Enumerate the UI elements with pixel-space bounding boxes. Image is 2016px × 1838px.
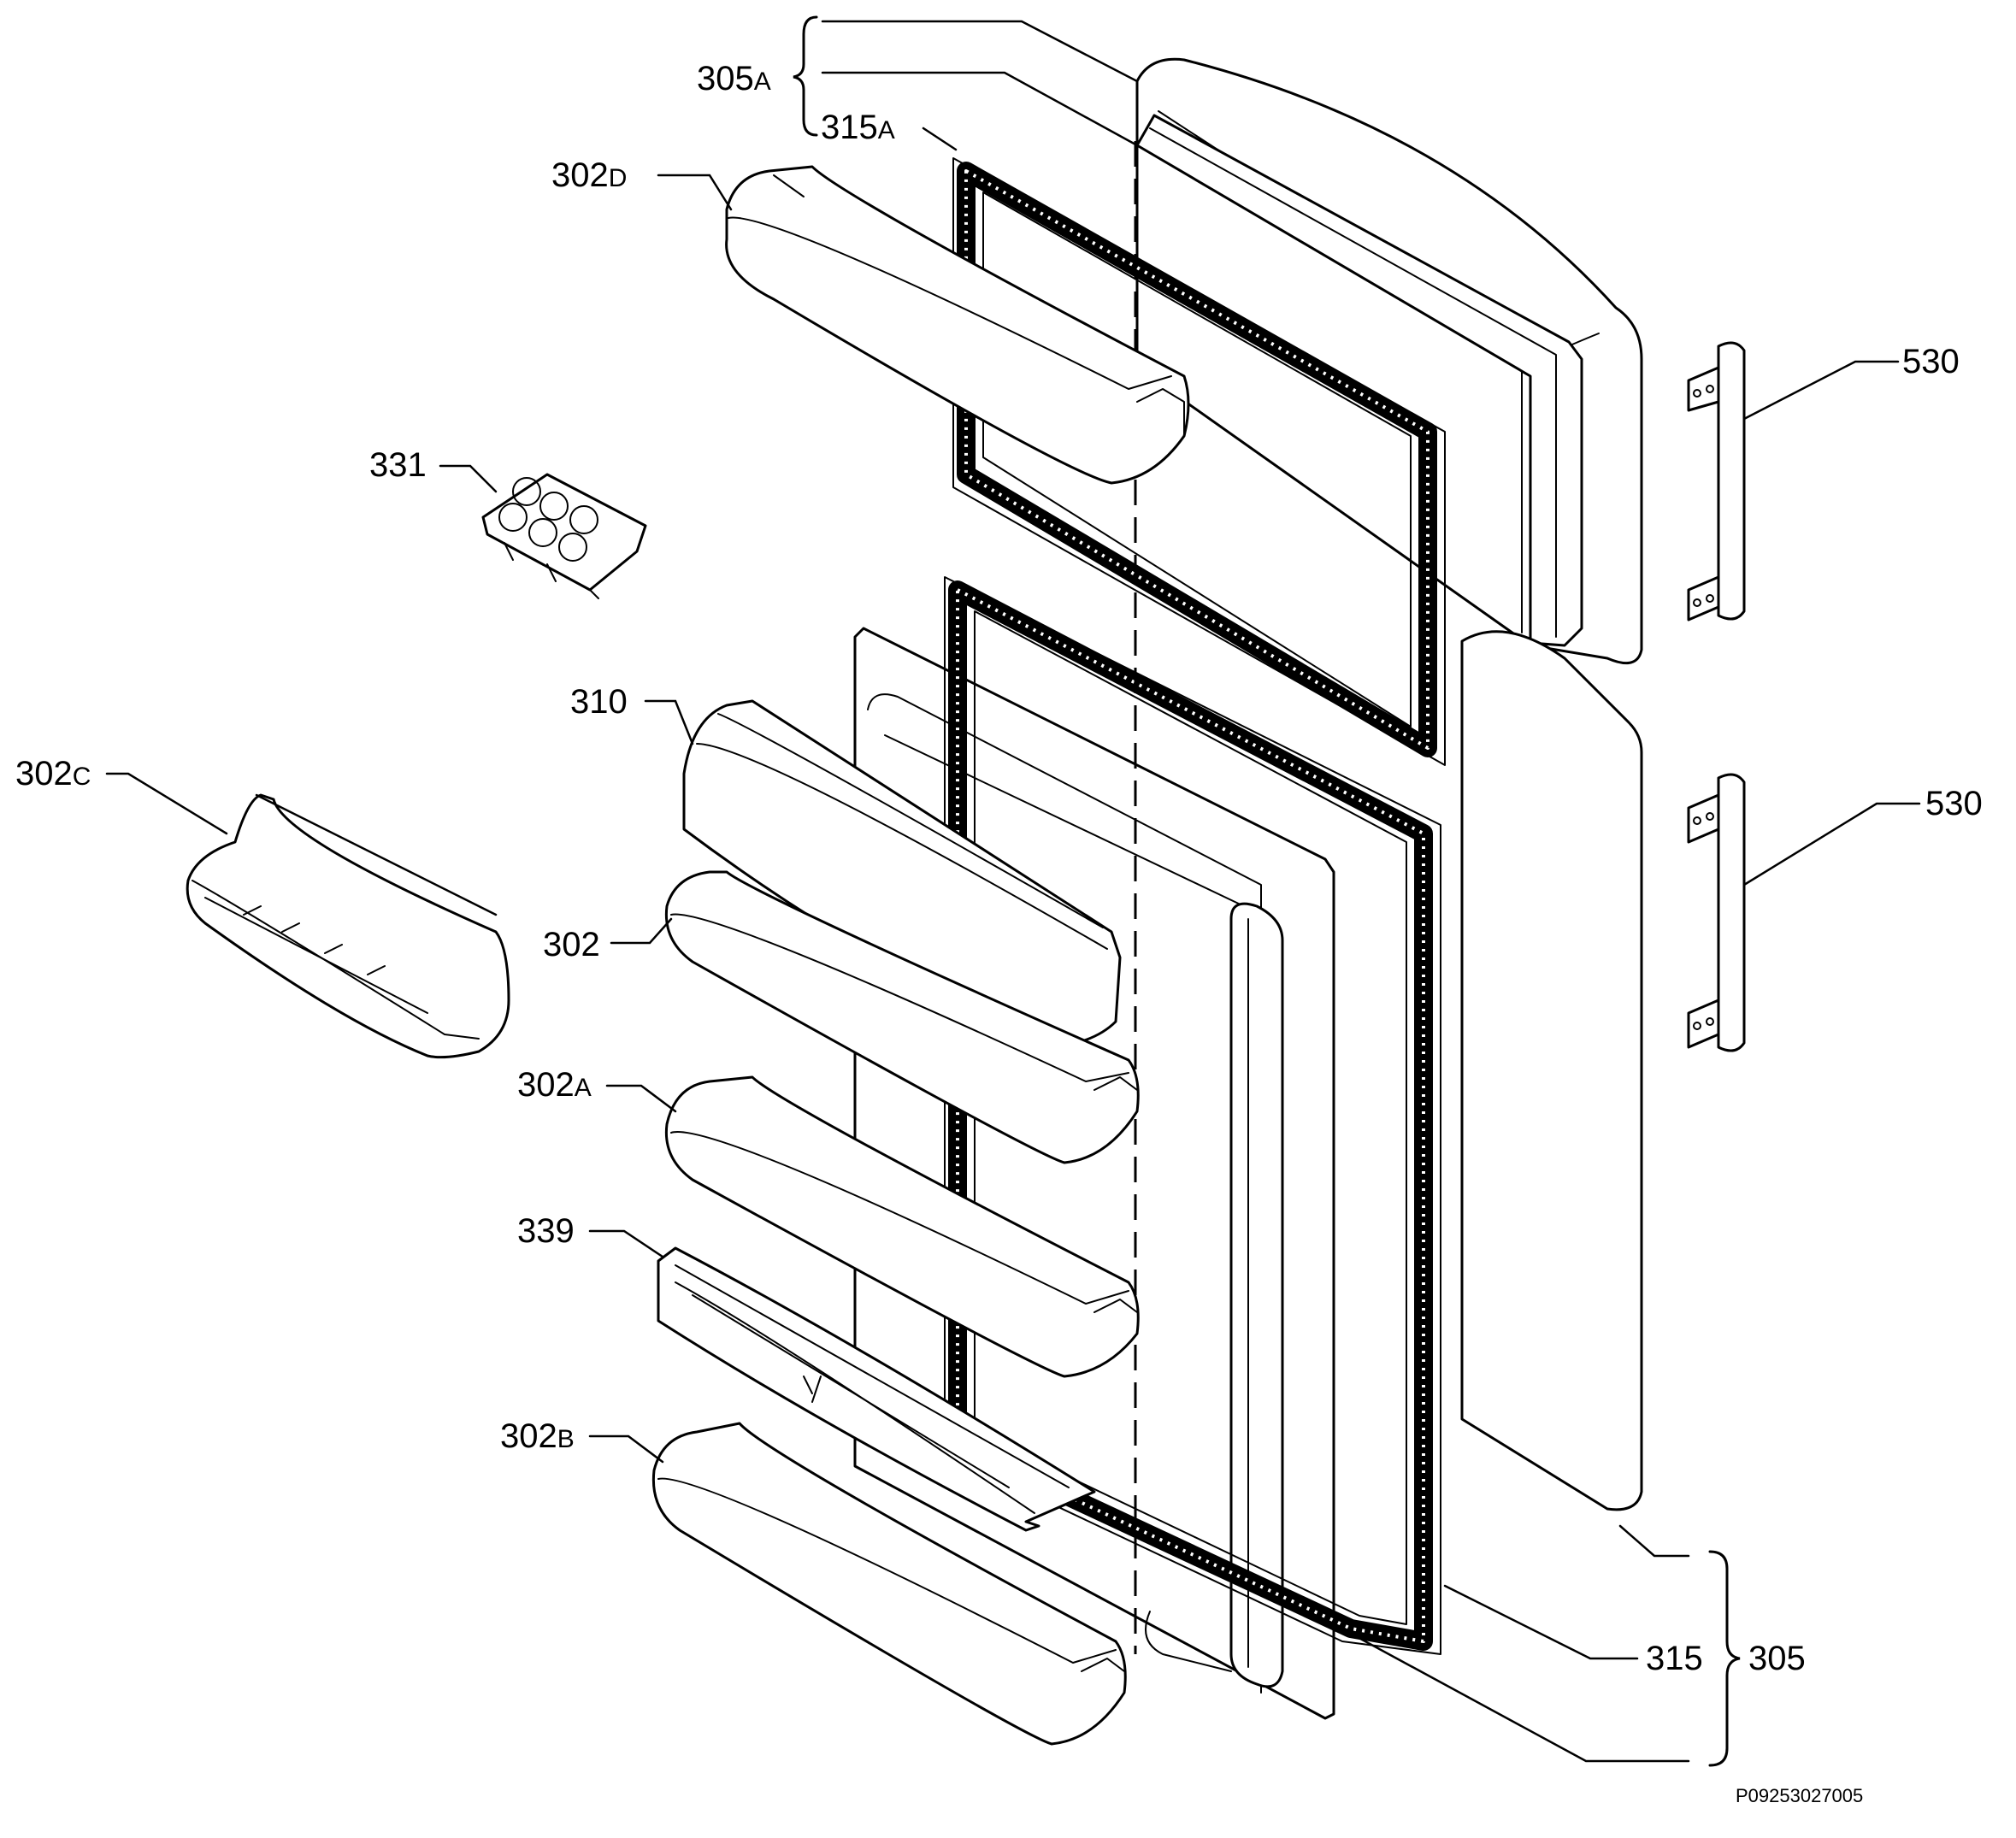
callout-number: 315 xyxy=(821,109,878,146)
callout-number: 302 xyxy=(543,926,600,963)
egg-tray-331 xyxy=(481,473,647,599)
callout-305a: 305A xyxy=(697,60,771,97)
callout-number: 315 xyxy=(1646,1640,1703,1677)
lower-door-panel xyxy=(1460,630,1643,1511)
callout-302c: 302C xyxy=(15,755,91,792)
callout-302d: 302D xyxy=(551,156,627,194)
diagram-reference-code: P09253027005 xyxy=(1736,1785,1863,1806)
svg-text:302A: 302A xyxy=(517,1066,592,1104)
callout-530-bottom: 530 xyxy=(1925,785,1983,822)
svg-text:302D: 302D xyxy=(551,156,627,194)
callout-number: 305 xyxy=(697,60,754,97)
door-bin-302d xyxy=(725,165,1190,485)
callout-suffix: A xyxy=(754,68,771,96)
callout-number: 302 xyxy=(517,1066,575,1104)
brace-305a xyxy=(793,15,818,137)
lower-hinge-panel xyxy=(1145,1611,1232,1672)
callout-302b: 302B xyxy=(500,1417,575,1455)
callout-number: 302 xyxy=(500,1417,557,1455)
upper-door-liner xyxy=(1135,114,1583,647)
callout-310: 310 xyxy=(570,683,628,721)
callout-number: 310 xyxy=(570,683,628,721)
leader-lines xyxy=(105,20,1921,1763)
callout-number: 331 xyxy=(369,446,427,484)
callout-suffix: A xyxy=(575,1074,592,1102)
callout-331: 331 xyxy=(369,446,427,484)
callout-suffix: C xyxy=(73,763,91,791)
callout-315a: 315A xyxy=(821,109,895,146)
callout-339: 339 xyxy=(517,1212,575,1250)
door-bin-302a xyxy=(664,1075,1140,1378)
svg-text:302C: 302C xyxy=(15,755,91,792)
svg-text:305A: 305A xyxy=(697,60,771,97)
door-bin-302c xyxy=(186,793,510,1059)
callout-suffix: B xyxy=(557,1425,575,1453)
door-bin-302b xyxy=(651,1422,1127,1746)
callout-suffix: D xyxy=(609,164,628,192)
door-trim-bar xyxy=(1229,902,1284,1688)
callout-number: 302 xyxy=(15,755,73,792)
callout-suffix: A xyxy=(878,116,895,144)
callout-number: 302 xyxy=(551,156,609,194)
door-handle-530-bottom xyxy=(1687,773,1746,1052)
callout-302a: 302A xyxy=(517,1066,592,1104)
door-handle-530-top xyxy=(1687,341,1746,622)
callout-number: 339 xyxy=(517,1212,575,1250)
callout-number: 530 xyxy=(1925,785,1983,822)
callout-305: 305 xyxy=(1748,1640,1806,1677)
callout-number: 530 xyxy=(1902,343,1960,380)
svg-text:315A: 315A xyxy=(821,109,895,146)
shelf-guard-339 xyxy=(657,1246,1096,1532)
callout-530-top: 530 xyxy=(1902,343,1960,380)
svg-text:302B: 302B xyxy=(500,1417,575,1455)
brace-305 xyxy=(1708,1550,1741,1767)
callout-number: 305 xyxy=(1748,1640,1806,1677)
callout-302: 302 xyxy=(543,926,600,963)
door-bin-302 xyxy=(664,870,1140,1164)
callout-315: 315 xyxy=(1646,1640,1703,1677)
